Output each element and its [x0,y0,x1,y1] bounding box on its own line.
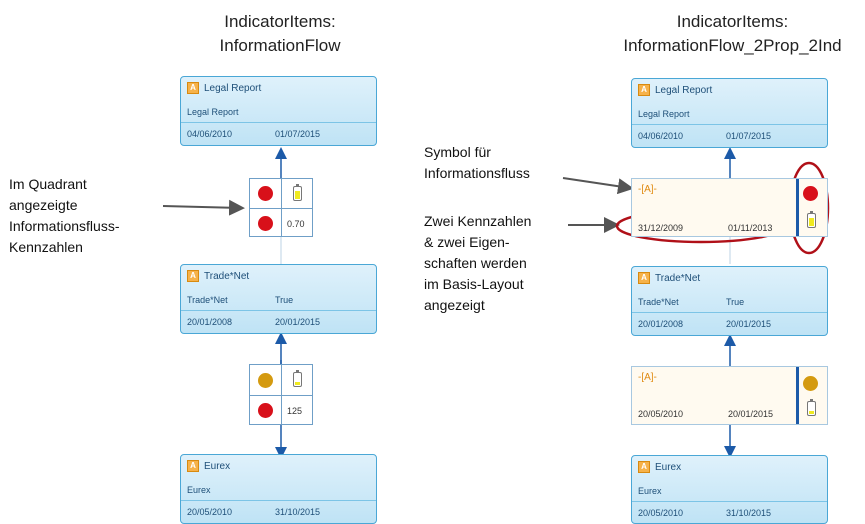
status-dot-icon [803,376,818,391]
information-flow-icon: -[A]- [638,372,657,383]
quadrant-value: 0.70 [287,219,305,229]
symbol-annotation: Symbol für Informationsfluss [424,144,530,181]
quadrant-pointer-arrow [162,199,245,216]
information-flow-icon: -[A]- [638,184,657,195]
card-divider [632,312,827,313]
symbol-pointer-arrow [562,177,634,195]
a-badge-icon: A [187,270,199,282]
battery-icon [293,184,302,201]
battery-icon [807,211,816,228]
left-quadrant-2[interactable]: 125 [249,364,313,425]
card-divider [632,501,827,502]
card-divider [181,500,376,501]
left-quadrant-1[interactable]: 0.70 [249,178,313,237]
battery-icon [293,370,302,387]
a-badge-icon: A [187,460,199,472]
status-dot-icon [258,186,273,201]
right-heading: IndicatorItems: InformationFlow_2Prop_2I… [623,12,842,55]
battery-icon [807,399,816,416]
base-layout-annotation: Zwei Kennzahlen & zwei Eigen- schaften w… [424,213,532,313]
status-dot-icon [258,216,273,231]
card-divider [181,310,376,311]
left-heading: IndicatorItems: InformationFlow [219,12,341,55]
card-divider [181,122,376,123]
card-divider [632,124,827,125]
flow-indicator-bar [796,367,799,424]
status-dot-icon [258,403,273,418]
quadrant-value: 125 [287,406,303,416]
quadrant-annotation: Im Quadrant angezeigte Informationsfluss… [9,176,120,255]
flow-indicator-bar [796,179,799,236]
right-flow-card-1[interactable]: -[A]- 31/12/2009 01/11/2013 [631,178,828,237]
a-badge-icon: A [638,84,650,96]
status-dot-icon [803,186,818,201]
a-badge-icon: A [638,272,650,284]
a-badge-icon: A [187,82,199,94]
right-flow-card-2[interactable]: -[A]- 20/05/2010 20/01/2015 [631,366,828,425]
a-badge-icon: A [638,461,650,473]
status-dot-icon [258,373,273,388]
